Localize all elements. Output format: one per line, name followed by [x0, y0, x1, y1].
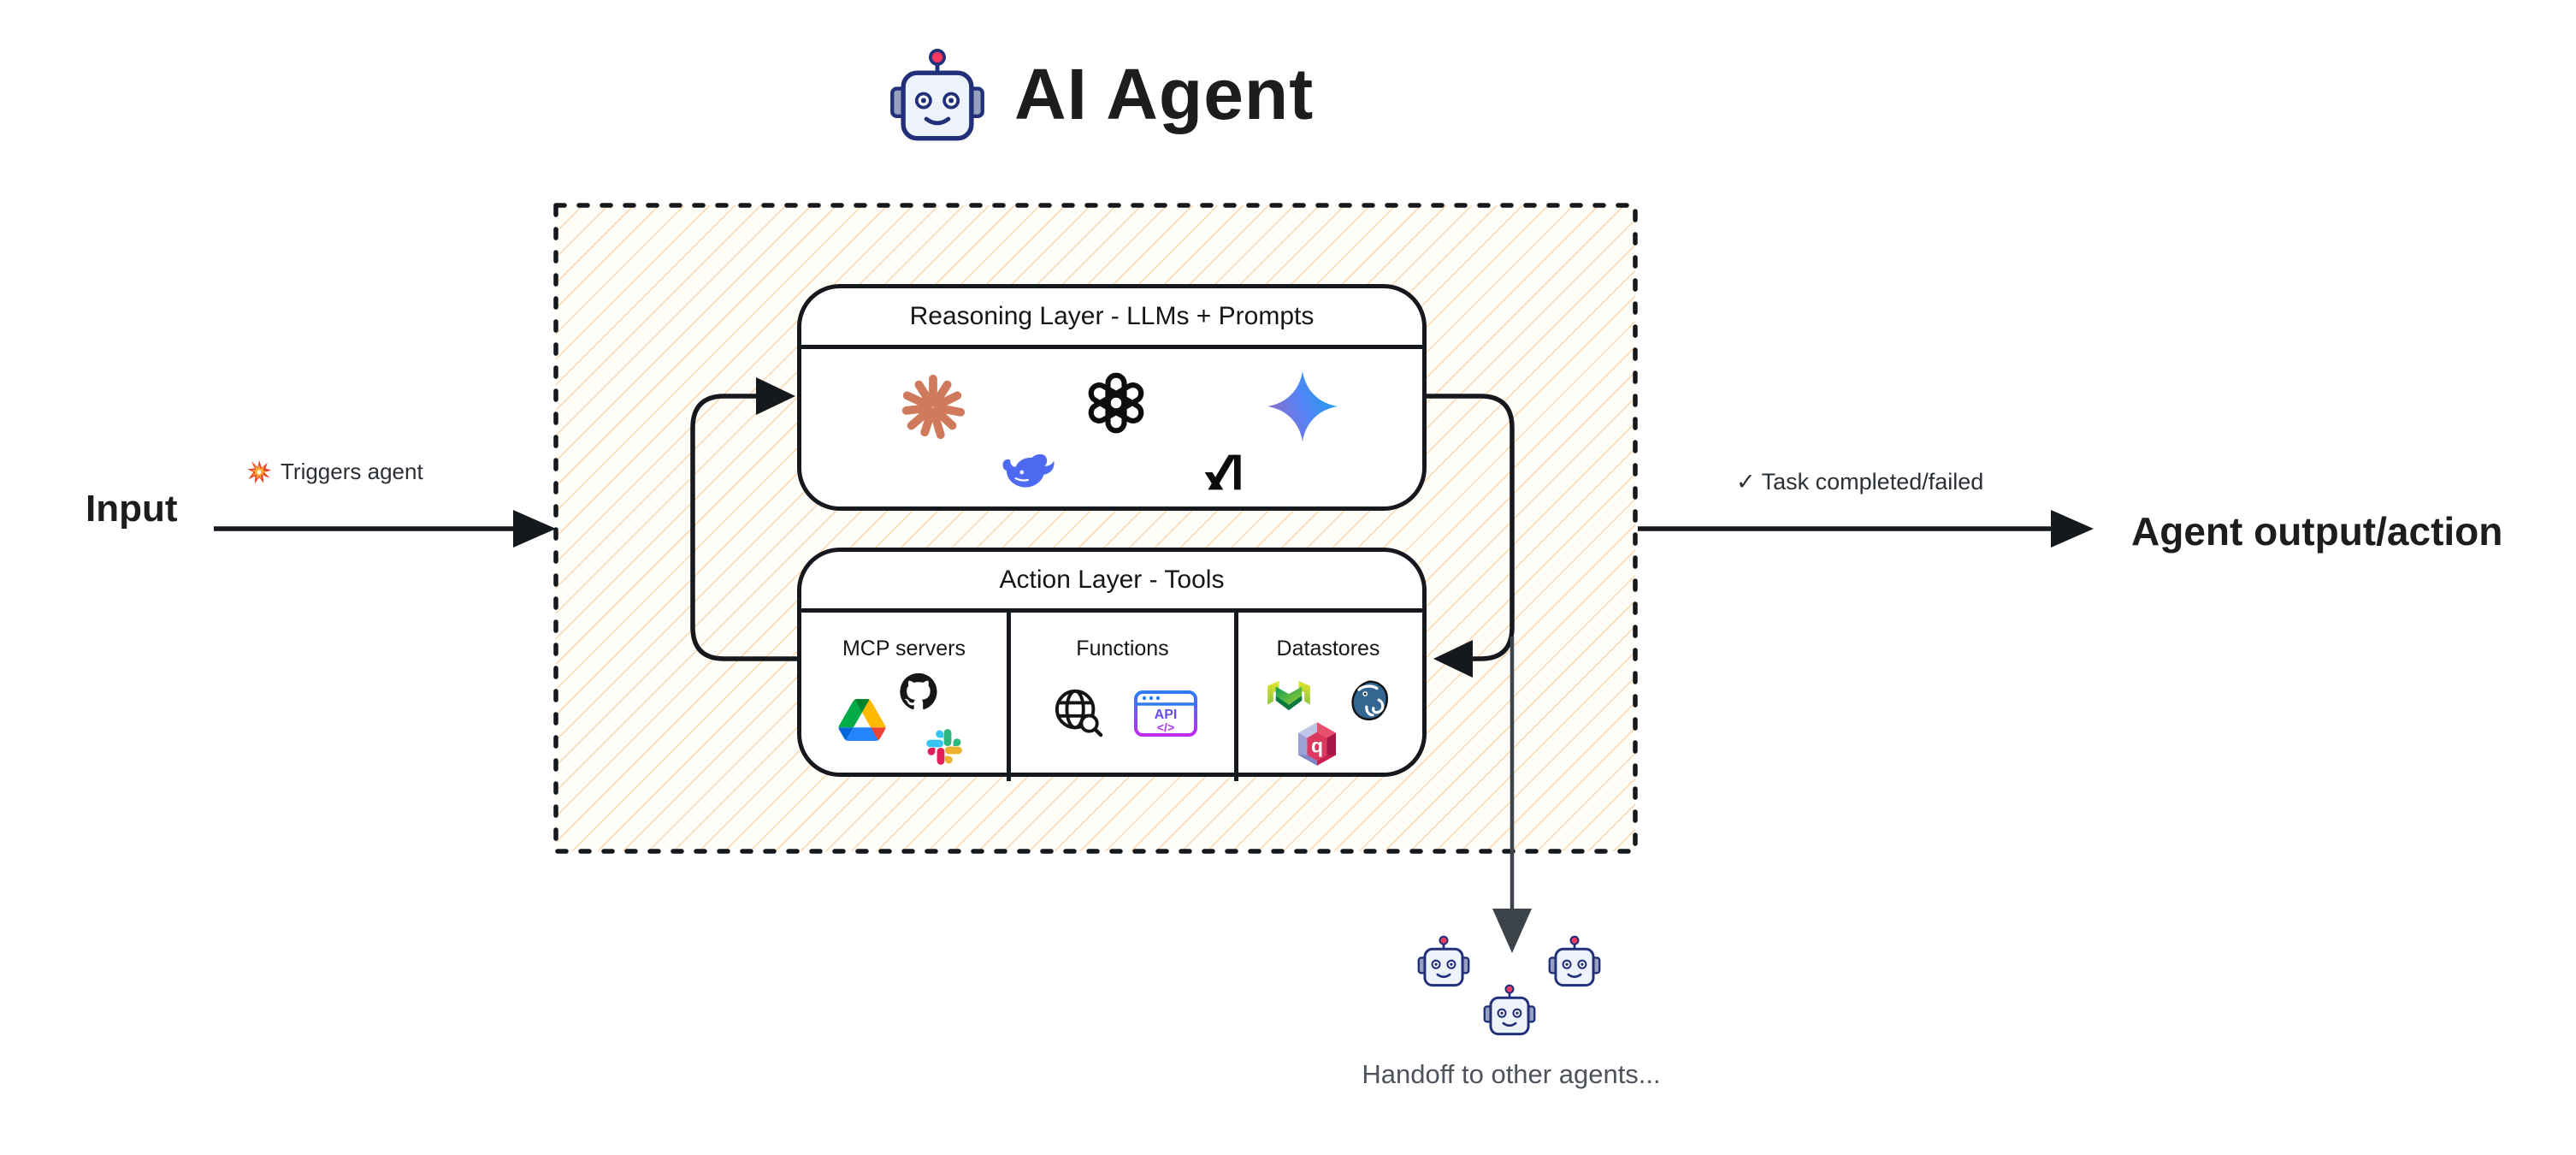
column-label: Datastores [1276, 637, 1380, 660]
google-drive-icon [838, 699, 886, 741]
web-search-icon [1055, 689, 1103, 737]
action-column-mcp-servers: MCP servers [801, 613, 1007, 781]
slack-icon [926, 729, 962, 765]
openai-icon [1088, 372, 1144, 434]
api-icon-label: API [1155, 708, 1178, 722]
task-status-annotation: ✓ Task completed/failed [1736, 469, 1984, 495]
column-label: Functions [1076, 637, 1169, 660]
reasoning-layer-title: Reasoning Layer - LLMs + Prompts [801, 288, 1422, 349]
page-title-text: AI Agent [1014, 53, 1315, 134]
handoff-label: Handoff to other agents... [1362, 1059, 1661, 1089]
loop-arrow-right [1427, 394, 1515, 678]
column-label: MCP servers [842, 637, 966, 660]
github-icon [900, 672, 937, 710]
agent-robot-icon [1483, 983, 1536, 1036]
gemini-icon [1267, 370, 1338, 442]
api-icon: API </> [1134, 690, 1197, 737]
loop-arrow-left [690, 377, 797, 661]
collision-icon [246, 459, 272, 485]
action-column-functions: Functions [1007, 613, 1234, 781]
robot-icon [889, 46, 985, 142]
action-layer-box: Action Layer - Tools MCP servers [797, 548, 1427, 781]
input-arrow [214, 510, 556, 548]
qdrant-icon-letter: q [1311, 735, 1323, 757]
reasoning-layer-box: Reasoning Layer - LLMs + Prompts [797, 284, 1427, 511]
trigger-annotation-text: Triggers agent [281, 459, 423, 484]
agent-robot-icon [1548, 934, 1601, 987]
xai-icon [1204, 454, 1241, 490]
agent-robot-icon [1417, 934, 1470, 987]
handoff-arrow [1492, 637, 1532, 953]
api-icon-code: </> [1157, 720, 1174, 734]
input-label: Input [86, 488, 178, 530]
page-title: AI Agent [889, 46, 1314, 142]
action-layer-title: Action Layer - Tools [801, 552, 1422, 613]
weaviate-icon [1267, 680, 1310, 711]
deepseek-icon [1002, 453, 1055, 488]
postgresql-icon [1351, 680, 1389, 721]
action-column-datastores: Datastores [1234, 613, 1418, 781]
anthropic-icon [901, 374, 966, 440]
output-arrow [1638, 510, 2094, 548]
qdrant-icon: q [1297, 722, 1337, 766]
output-label: Agent output/action [2131, 509, 2503, 554]
trigger-annotation: Triggers agent [246, 459, 423, 485]
